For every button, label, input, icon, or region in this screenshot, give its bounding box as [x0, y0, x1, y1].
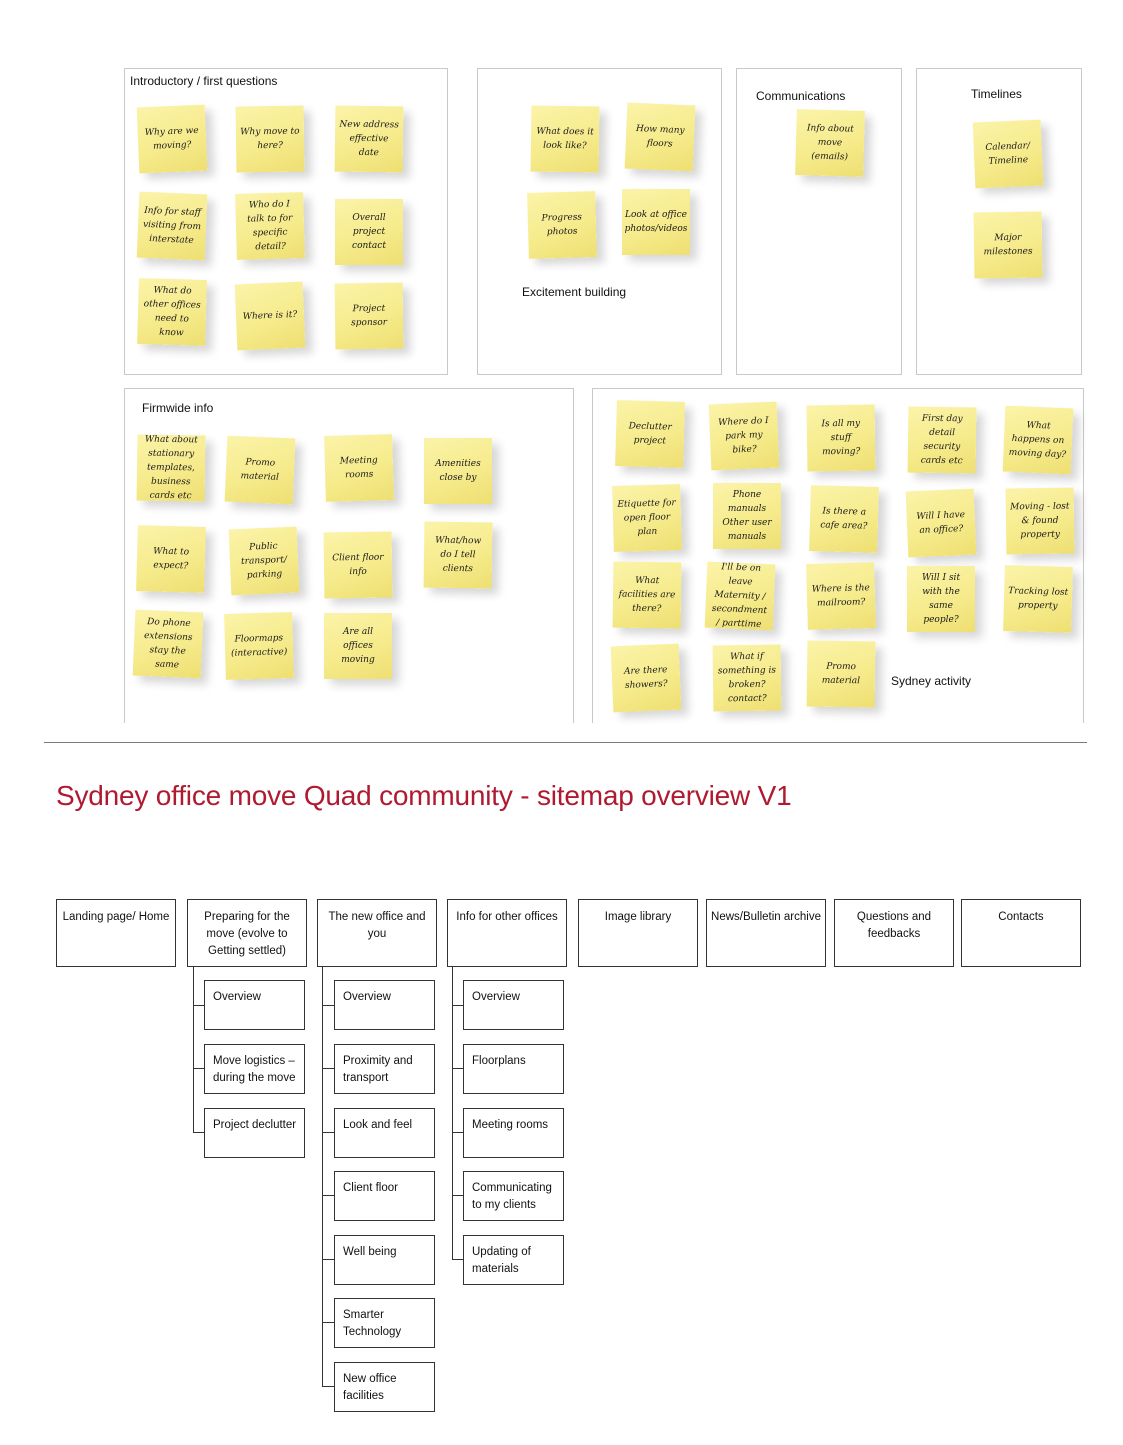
sitemap-child-other-communicating: Communicating to my clients [463, 1171, 564, 1221]
connector-line [322, 1259, 334, 1260]
sitemap-node-questions: Questions and feedbacks [834, 899, 954, 967]
sticky-note: Progress photos [527, 191, 597, 259]
sticky-note: Where is the mailroom? [806, 562, 876, 630]
sticky-note: Will I have an office? [905, 488, 977, 558]
sitemap-child-new-office-client-floor: Client floor [334, 1171, 435, 1221]
connector-line [452, 967, 453, 1259]
sticky-note: What do other offices need to know [137, 278, 207, 346]
connector-line [452, 1195, 463, 1196]
sitemap-child-new-office-technology: Smarter Technology [334, 1298, 435, 1348]
sitemap-child-other-meeting-rooms: Meeting rooms [463, 1108, 564, 1158]
connector-line [322, 1322, 334, 1323]
sticky-note: Declutter project [615, 400, 685, 468]
sitemap-child-new-office-proximity: Proximity and transport [334, 1044, 435, 1094]
sticky-note: What/how do I tell clients [423, 521, 493, 589]
sticky-note: Promo material [224, 435, 296, 505]
sitemap-child-new-office-look-feel: Look and feel [334, 1108, 435, 1158]
group-label-sydney: Sydney activity [891, 674, 972, 688]
connector-line [452, 1068, 463, 1069]
connector-line [322, 1195, 334, 1196]
connector-line [193, 1068, 204, 1069]
sticky-note: Is there a cafe area? [809, 485, 879, 553]
sitemap-title: Sydney office move Quad community - site… [56, 780, 792, 811]
group-label-firmwide: Firmwide info [142, 401, 214, 415]
group-label-intro: Introductory / first questions [130, 74, 278, 88]
connector-line [322, 967, 323, 1386]
sticky-note: Look at office photos/videos [622, 189, 690, 255]
connector-line [452, 1005, 463, 1006]
sticky-note: Who do I talk to for specific detail? [235, 192, 305, 260]
sitemap-node-new-office: The new office and you [317, 899, 437, 967]
sticky-note: What facilities are there? [612, 561, 682, 629]
sitemap-node-news: News/Bulletin archive [706, 899, 826, 967]
sticky-note: Do phone extensions stay the same [132, 609, 204, 679]
sticky-note: Where do I park my bike? [708, 401, 780, 471]
connector-line [193, 1132, 204, 1133]
sitemap-node-contacts: Contacts [961, 899, 1081, 967]
sitemap-child-other-updating: Updating of materials [463, 1235, 564, 1285]
sitemap-child-new-office-overview: Overview [334, 980, 435, 1030]
connector-line [322, 1068, 334, 1069]
connector-line [322, 1386, 334, 1387]
sitemap-node-image-library: Image library [578, 899, 698, 967]
sticky-note: What to expect? [136, 525, 206, 593]
sticky-note: Tracking lost property [1003, 565, 1073, 633]
sticky-note: What happens on moving day? [1002, 405, 1074, 475]
connector-line [322, 1005, 334, 1006]
sticky-note: First day detail security cards etc [907, 406, 977, 474]
sticky-note: Public transport/ parking [228, 526, 300, 596]
group-label-communications: Communications [756, 89, 846, 103]
sticky-note: Where is it? [234, 281, 306, 351]
sticky-note: Are there showers? [610, 643, 682, 713]
sticky-note: Promo material [806, 640, 876, 708]
group-label-excitement: Excitement building [522, 285, 627, 299]
connector-line [452, 1132, 463, 1133]
sticky-note: Client floor info [323, 531, 393, 599]
connector-line [322, 1132, 334, 1133]
sticky-note: Floormaps (interactive) [224, 612, 294, 680]
sticky-note: Why move to here? [235, 105, 305, 173]
sitemap-child-preparing-logistics: Move logistics – during the move [204, 1044, 305, 1094]
sticky-note: What about stationary templates, busines… [136, 434, 206, 502]
section-divider [44, 742, 1087, 743]
sitemap-child-new-office-facilities: New office facilities [334, 1362, 435, 1412]
sticky-note: Project sponsor [334, 282, 404, 350]
sticky-note: New address effective date [334, 105, 404, 173]
sticky-note: Is all my stuff moving? [806, 404, 876, 472]
sitemap-child-preparing-overview: Overview [204, 980, 305, 1030]
sitemap-child-preparing-declutter: Project declutter [204, 1108, 305, 1158]
sitemap-node-landing: Landing page/ Home [56, 899, 176, 967]
sticky-note: Meeting rooms [324, 434, 394, 502]
sitemap-child-other-overview: Overview [463, 980, 564, 1030]
sticky-note: Moving - lost & found property [1005, 487, 1075, 555]
sitemap-child-other-floorplans: Floorplans [463, 1044, 564, 1094]
sticky-note: Phone manuals Other user manuals [713, 483, 781, 549]
sticky-note: Info for staff visiting from interstate [136, 191, 208, 261]
connector-line [193, 967, 194, 1132]
sticky-note: Amenities close by [424, 438, 492, 504]
sticky-note: Etiquette for open floor plan [612, 484, 682, 552]
sticky-note: Why are we moving? [136, 104, 208, 174]
sticky-note: Overall project contact [335, 199, 403, 265]
connector-line [193, 1005, 204, 1006]
sticky-note: What if something is broken? contact? [712, 644, 782, 712]
sticky-note: How many floors [624, 102, 696, 172]
sticky-note: Will I sit with the same people? [907, 566, 975, 632]
sticky-note: I'll be on leave Maternity / secondment … [704, 561, 776, 631]
sitemap-node-preparing: Preparing for the move (evolve to Gettin… [187, 899, 307, 967]
sitemap-node-other-offices: Info for other offices [447, 899, 567, 967]
sticky-note: Info about move (emails) [795, 109, 865, 177]
sitemap-child-new-office-well-being: Well being [334, 1235, 435, 1285]
sticky-note: Major milestones [973, 211, 1043, 279]
connector-line [452, 1259, 463, 1260]
group-label-timelines: Timelines [971, 87, 1022, 101]
sticky-note: Calendar/ Timeline [972, 119, 1044, 189]
sticky-note: What does it look like? [530, 105, 600, 173]
sticky-note: Are all offices moving [324, 613, 392, 679]
